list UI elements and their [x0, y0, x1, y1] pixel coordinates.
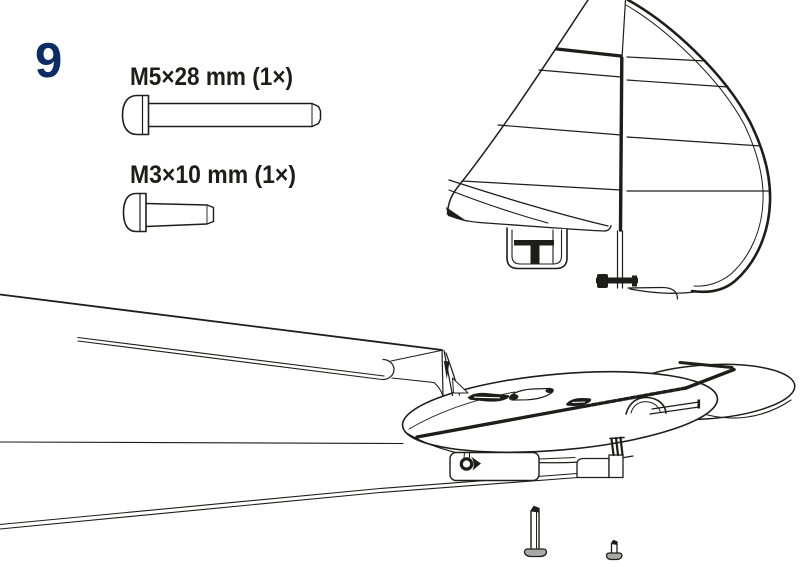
vertical-fin-illustration: [446, 0, 772, 300]
fin-mount-pylon: [441, 349, 469, 397]
step-number: 9: [35, 34, 61, 88]
stabilizer-mount-plate: [449, 451, 540, 482]
m5x28-bolt-drawing: [121, 94, 322, 136]
horizontal-stabilizer-illustration: [401, 349, 796, 482]
screw-hole: [459, 457, 474, 471]
m3-screw-in-position: [605, 539, 623, 561]
tail-boom-lines: [0, 293, 579, 530]
m5-screw-in-position: [523, 505, 548, 558]
part-label-m5: M5×28 mm (1×): [130, 63, 293, 91]
rudder-linkage-bracket: [538, 436, 625, 479]
m3x10-screw-drawing: [122, 192, 215, 233]
part-label-m3: M3×10 mm (1×): [130, 161, 296, 189]
fin-mounting-tab: [506, 227, 568, 270]
